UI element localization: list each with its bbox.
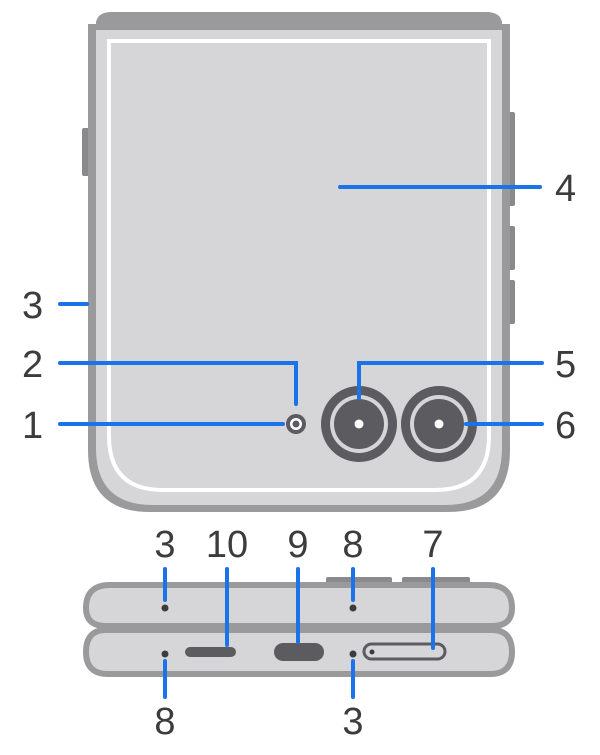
camera-main [321, 386, 397, 462]
callout-8-bottom-top: 8 [342, 524, 363, 566]
mic-hole-upper-right [349, 604, 357, 612]
callout-4: 4 [555, 168, 576, 210]
callout-3-bottom-low: 3 [342, 701, 363, 743]
callout-3-side: 3 [22, 285, 43, 327]
leader-lines [58, 185, 544, 699]
callout-6: 6 [555, 405, 576, 447]
callout-10: 10 [206, 524, 248, 566]
usb-c-port [274, 643, 324, 661]
mic-hole-upper-left [161, 604, 169, 612]
callout-5: 5 [555, 344, 576, 386]
callout-8-bottom-low: 8 [154, 701, 175, 743]
callout-7: 7 [422, 524, 443, 566]
mic-hole-lower-left [161, 650, 169, 658]
camera-secondary [401, 386, 477, 462]
flash-sensor-core [292, 420, 300, 428]
mic-hole-lower-right [349, 650, 357, 658]
leader-5 [357, 361, 544, 400]
callout-1: 1 [22, 405, 43, 447]
cover-screen [107, 39, 491, 492]
callout-3-bottom-top: 3 [154, 524, 175, 566]
sim-tray [362, 642, 447, 661]
leader-2 [58, 361, 298, 406]
callout-2: 2 [22, 344, 43, 386]
callout-9: 9 [287, 524, 308, 566]
sim-tray-eject-hole [369, 649, 375, 655]
speaker-grille [185, 647, 236, 657]
